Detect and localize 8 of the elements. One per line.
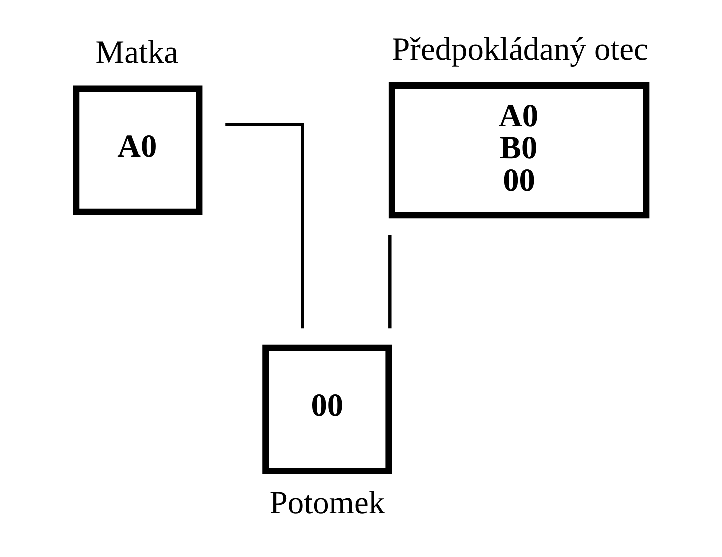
node-box: A0 B0 00 [388,82,650,219]
node-label: Matka [96,35,179,72]
node-box: A0 [73,86,203,216]
node-box: 00 [262,344,392,474]
connector [388,235,392,329]
node-label: Potomek [270,485,386,522]
node-label: Předpokládaný otec [392,32,648,68]
connector [226,123,304,329]
